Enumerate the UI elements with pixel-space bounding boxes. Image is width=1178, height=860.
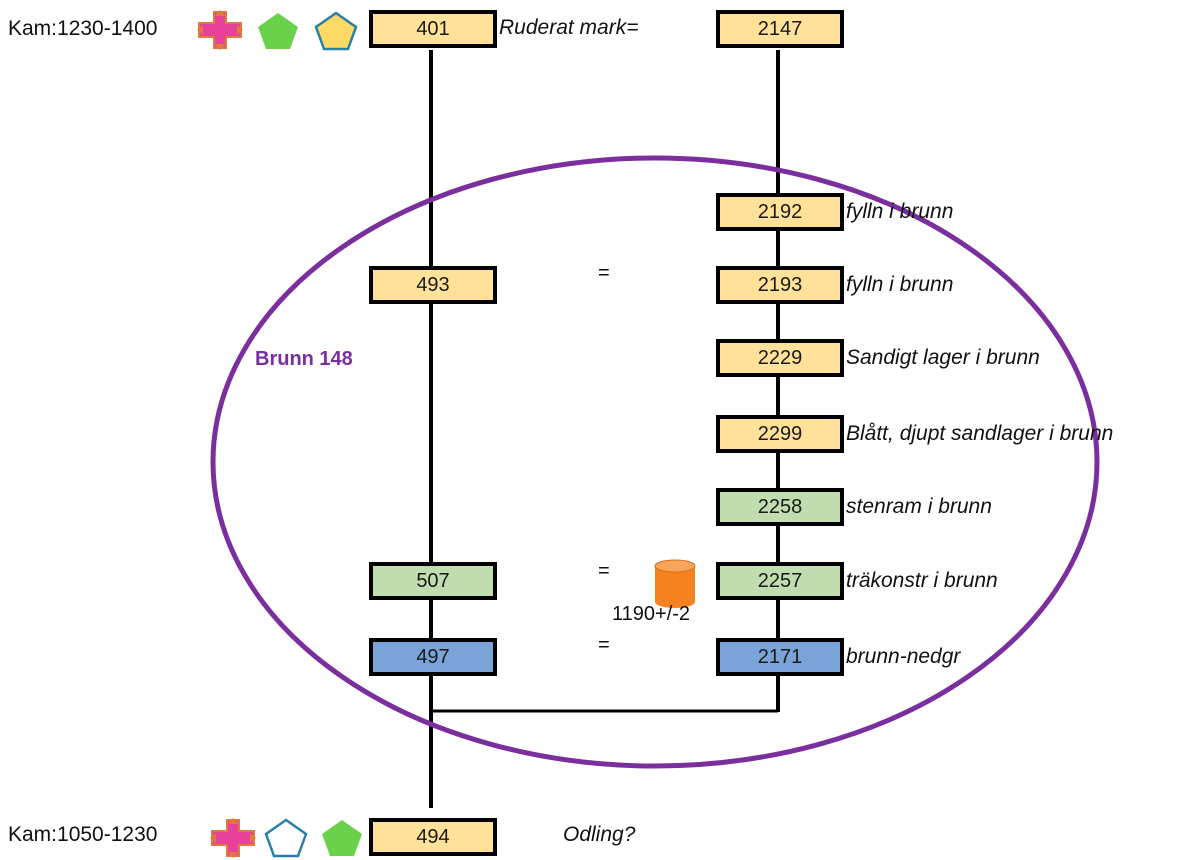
cylinder-icon [654, 559, 696, 608]
unit-box-493[interactable]: 493 [369, 266, 497, 304]
unit-description-2258: stenram i brunn [846, 495, 992, 518]
unit-box-2257[interactable]: 2257 [716, 562, 844, 600]
compass-cross-icon [197, 10, 243, 50]
unit-box-507[interactable]: 507 [369, 562, 497, 600]
unit-box-2299[interactable]: 2299 [716, 415, 844, 453]
unit-box-494[interactable]: 494 [369, 818, 497, 856]
green-pentagon-icon [258, 13, 298, 49]
equals-sign-493-2193: = [598, 262, 610, 284]
dating-value: 1190+/-2 [612, 603, 691, 625]
unit-box-401[interactable]: 401 [369, 10, 497, 48]
unit-description-2193: fylln i brunn [846, 273, 954, 296]
unit-box-497[interactable]: 497 [369, 638, 497, 676]
well-context-ellipse [210, 155, 1100, 769]
unit-box-2258[interactable]: 2258 [716, 488, 844, 526]
unit-description-2257: träkonstr i brunn [846, 569, 998, 592]
period-label-top: Kam:1230-1400 [8, 17, 158, 40]
unit-box-2192[interactable]: 2192 [716, 193, 844, 231]
unit-description-2299: Blått, djupt sandlager i brunn [846, 422, 1114, 445]
unit-description-2229: Sandigt lager i brunn [846, 346, 1040, 369]
period-label-bottom: Kam:1050-1230 [8, 823, 158, 846]
green-pentagon-icon [322, 820, 362, 856]
equals-sign-507-2257: = [598, 560, 610, 582]
context-title: Brunn 148 [255, 348, 353, 370]
unit-description-494: Odling? [563, 823, 636, 846]
unit-description-2192: fylln i brunn [846, 200, 954, 223]
unit-box-2171[interactable]: 2171 [716, 638, 844, 676]
unit-description-2171: brunn-nedgr [846, 645, 961, 668]
unit-box-2229[interactable]: 2229 [716, 339, 844, 377]
unit-description-401: Ruderat mark= [499, 16, 639, 39]
unit-box-2147[interactable]: 2147 [716, 10, 844, 48]
yellow-pentagon-icon [314, 11, 358, 51]
white-pentagon-icon [264, 818, 308, 858]
equals-sign-497-2171: = [598, 634, 610, 656]
unit-box-2193[interactable]: 2193 [716, 266, 844, 304]
compass-cross-icon [210, 818, 256, 858]
